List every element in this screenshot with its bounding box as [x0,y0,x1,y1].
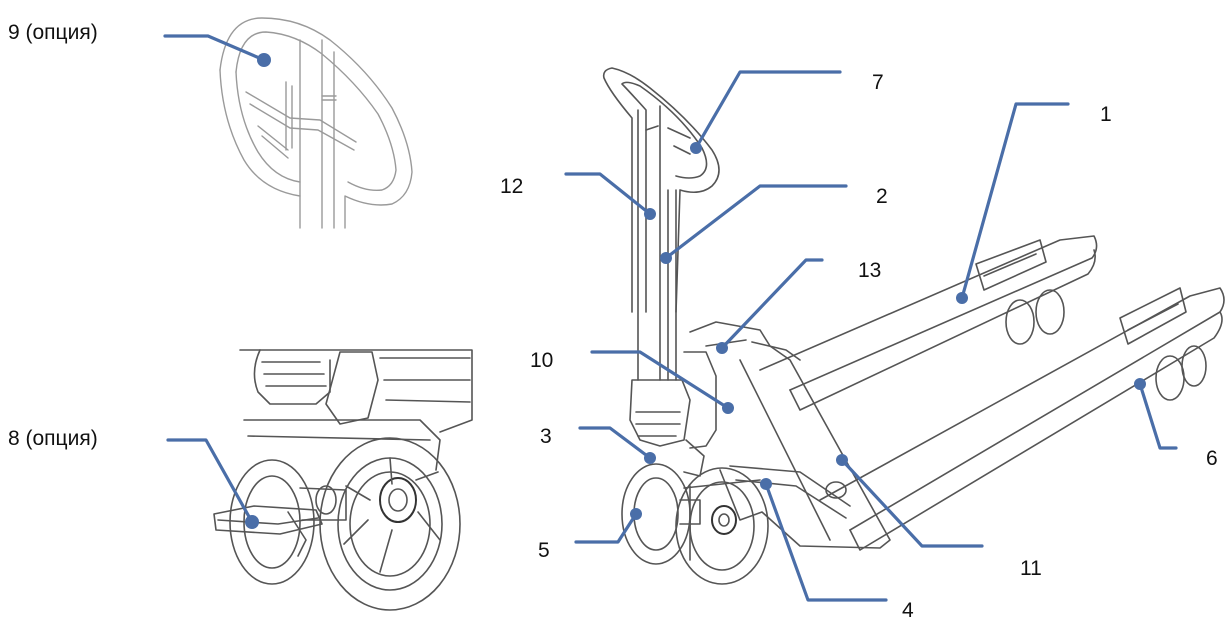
leader-5 [574,512,638,544]
leader-9 [163,34,266,62]
leader-7 [694,70,842,150]
label-9: 9 (опция) [8,21,98,44]
leader-1-dot [956,292,968,304]
leader-3 [578,426,652,460]
label-8: 8 (опция) [8,427,98,450]
leader-12-dot [644,208,656,220]
leader-13-dot [716,342,728,354]
label-5: 5 [538,539,550,562]
leader-lines [163,34,1178,602]
leader-12 [564,172,652,216]
leader-10 [590,350,730,410]
leader-4 [764,482,888,602]
leader-6 [1138,382,1178,450]
label-12: 12 [500,175,524,198]
leader-6-dot [1134,378,1146,390]
label-3: 3 [540,425,552,448]
leader-1 [960,102,1070,300]
label-11: 11 [1020,557,1042,580]
label-10: 10 [530,349,554,372]
label-6: 6 [1206,447,1218,470]
leader-13 [720,258,824,350]
label-2: 2 [876,185,888,208]
leader-7-dot [690,142,702,154]
inset-handle-option-9 [219,17,413,229]
leader-11-dot [836,454,848,466]
label-7: 7 [872,71,884,94]
leader-5-dot [630,508,642,520]
leader-11 [840,458,984,548]
leader-8-dot [245,515,259,529]
leader-10-dot [722,402,734,414]
label-4: 4 [902,599,914,622]
leader-4-dot [760,478,772,490]
inset-wheel-option-8 [213,349,473,611]
leader-2 [664,184,848,260]
pallet-truck-main [602,67,1225,585]
leader-9-dot [257,53,271,67]
label-13: 13 [858,259,882,282]
leader-2-dot [660,252,672,264]
leader-8 [166,438,254,524]
label-1: 1 [1100,103,1112,126]
leader-3-dot [644,452,656,464]
